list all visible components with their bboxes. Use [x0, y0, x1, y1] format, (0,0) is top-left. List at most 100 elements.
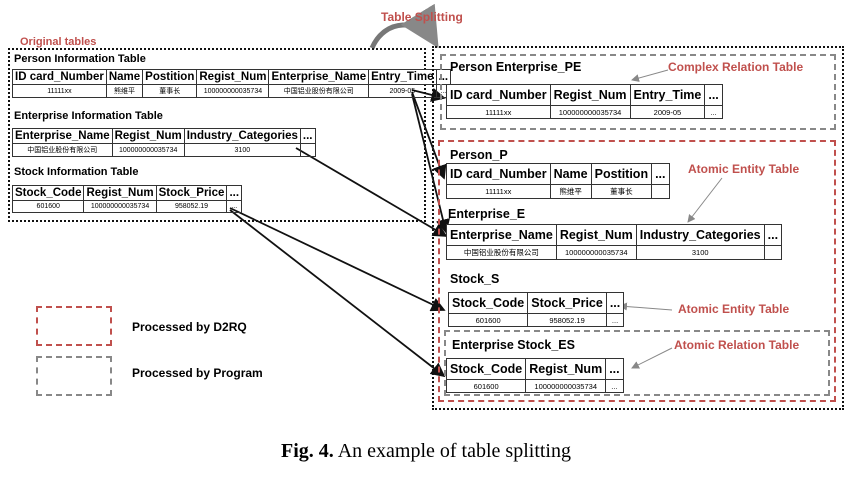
table-cell: 3100	[183, 143, 301, 157]
table-header: Enterprise_Name	[446, 224, 557, 246]
table-header: ...	[763, 224, 783, 246]
table-header: Industry_Categories	[635, 224, 765, 246]
p-title: Person_P	[450, 148, 508, 162]
table-header: Stock_Code	[11, 185, 85, 201]
table-cell: 601600	[11, 200, 85, 213]
table-cell: 2009-05	[629, 105, 706, 119]
table-cell: 100000000035734	[111, 143, 185, 157]
table-header: Name	[549, 163, 592, 185]
stock-info-table: Stock_Code Regist_Num Stock_Price ... 60…	[11, 185, 243, 213]
table-cell: 958052.19	[155, 200, 228, 213]
person-info-table: ID card_Number Name Postition Regist_Num…	[12, 69, 452, 98]
e-title: Enterprise_E	[448, 207, 526, 221]
stock-info-title: Stock Information Table	[14, 166, 139, 178]
person-info-title: Person Information Table	[14, 53, 146, 65]
table-cell: 100000000035734	[196, 84, 270, 98]
original-tables-label: Original tables	[20, 36, 97, 48]
table-cell: 100000000035734	[525, 379, 607, 393]
table-cell: 熊维平	[549, 184, 592, 199]
table-cell: 董事长	[590, 184, 653, 199]
table-header: Industry_Categories	[183, 128, 301, 144]
legend-program-swatch	[36, 356, 112, 396]
table-header: ...	[226, 185, 243, 201]
e-table: Enterprise_Name Regist_Num Industry_Cate…	[446, 224, 783, 260]
table-header: ID card_Number	[12, 69, 107, 85]
table-cell: 2009-05	[368, 84, 437, 98]
annotation-arrow-complex	[631, 69, 669, 82]
table-cell: 958052.19	[527, 313, 607, 327]
s-table: Stock_Code Stock_Price ... 601600 958052…	[447, 292, 625, 327]
table-header: Enterprise_Name	[12, 128, 113, 144]
pe-table: ID card_Number Regist_Num Entry_Time ...…	[446, 84, 723, 119]
table-cell: 601600	[447, 313, 529, 327]
atomic-relation-label: Atomic Relation Table	[674, 338, 800, 352]
table-header: Postition	[590, 163, 653, 185]
table-header: ...	[299, 128, 316, 144]
table-cell: 中国铝业股份有限公司	[12, 143, 113, 157]
result-tables-box	[432, 46, 844, 410]
table-header: ...	[605, 292, 625, 314]
table-header: Postition	[142, 69, 198, 85]
table-cell	[299, 143, 316, 157]
table-header: Stock_Price	[527, 292, 607, 314]
arrow-stock-to-es	[229, 209, 446, 378]
table-header: ...	[605, 358, 624, 380]
table-cell: 100000000035734	[83, 200, 157, 213]
table-header: Entry_Time	[629, 84, 706, 106]
enterprise-info-title: Enterprise Information Table	[14, 110, 163, 122]
figure-number: Fig. 4.	[281, 440, 334, 462]
s-title: Stock_S	[450, 272, 500, 286]
program-box-pe	[440, 54, 836, 130]
d2rq-box	[438, 140, 836, 402]
es-title: Enterprise Stock_ES	[452, 338, 575, 352]
annotation-arrow-atomic-entity-1	[687, 177, 723, 223]
table-header: ID card_Number	[446, 163, 551, 185]
legend-d2rq-swatch	[36, 306, 112, 346]
table-cell: 601600	[445, 379, 527, 393]
table-cell: 11111xx	[446, 105, 551, 119]
atomic-entity-label-2: Atomic Entity Table	[678, 302, 790, 316]
original-tables-box	[8, 48, 426, 222]
program-box-es	[444, 330, 830, 396]
table-header: Name	[105, 69, 144, 85]
table-cell: ...	[226, 200, 243, 213]
table-header: Regist_Num	[83, 185, 157, 201]
figure-caption: Fig. 4. An example of table splitting	[0, 440, 852, 463]
table-cell: 100000000035734	[555, 245, 637, 260]
table-header: Regist_Num	[549, 84, 631, 106]
table-cell: 100000000035734	[549, 105, 631, 119]
table-cell: ...	[704, 105, 723, 119]
table-cell: 中国铝业股份有限公司	[446, 245, 557, 260]
table-header: Regist_Num	[525, 358, 607, 380]
table-header: ...	[651, 163, 670, 185]
diagram-title: Table Splitting	[381, 10, 463, 24]
table-cell	[763, 245, 783, 260]
table-header: ID card_Number	[446, 84, 551, 106]
table-cell: 11111xx	[12, 84, 107, 98]
table-header: Stock_Code	[447, 292, 529, 314]
arrow-person-to-e	[411, 93, 450, 234]
table-header: ...	[435, 69, 452, 85]
pe-title: Person Enterprise_PE	[450, 60, 582, 74]
annotation-arrow-atomic-relation	[631, 347, 673, 369]
table-cell: ...	[605, 379, 624, 393]
es-table: Stock_Code Regist_Num ... 601600 1000000…	[445, 358, 624, 393]
table-cell: ...	[605, 313, 625, 327]
table-header: Enterprise_Name	[268, 69, 370, 85]
table-cell: 董事长	[142, 84, 198, 98]
table-cell: 11111xx	[446, 184, 551, 199]
table-cell	[651, 184, 670, 199]
annotation-arrow-atomic-entity-2	[619, 302, 673, 311]
table-cell: 3100	[635, 245, 765, 260]
table-header: Regist_Num	[196, 69, 270, 85]
splitting-curve-arrow	[369, 3, 439, 50]
table-header: Regist_Num	[111, 128, 185, 144]
table-header: ...	[704, 84, 723, 106]
table-header: Entry_Time	[368, 69, 437, 85]
table-header: Stock_Price	[155, 185, 228, 201]
table-cell: 中国铝业股份有限公司	[268, 84, 370, 98]
table-cell: 熊维平	[105, 84, 144, 98]
figure-caption-text: An example of table splitting	[337, 440, 571, 462]
table-header: Regist_Num	[555, 224, 637, 246]
atomic-entity-label-1: Atomic Entity Table	[688, 162, 800, 176]
